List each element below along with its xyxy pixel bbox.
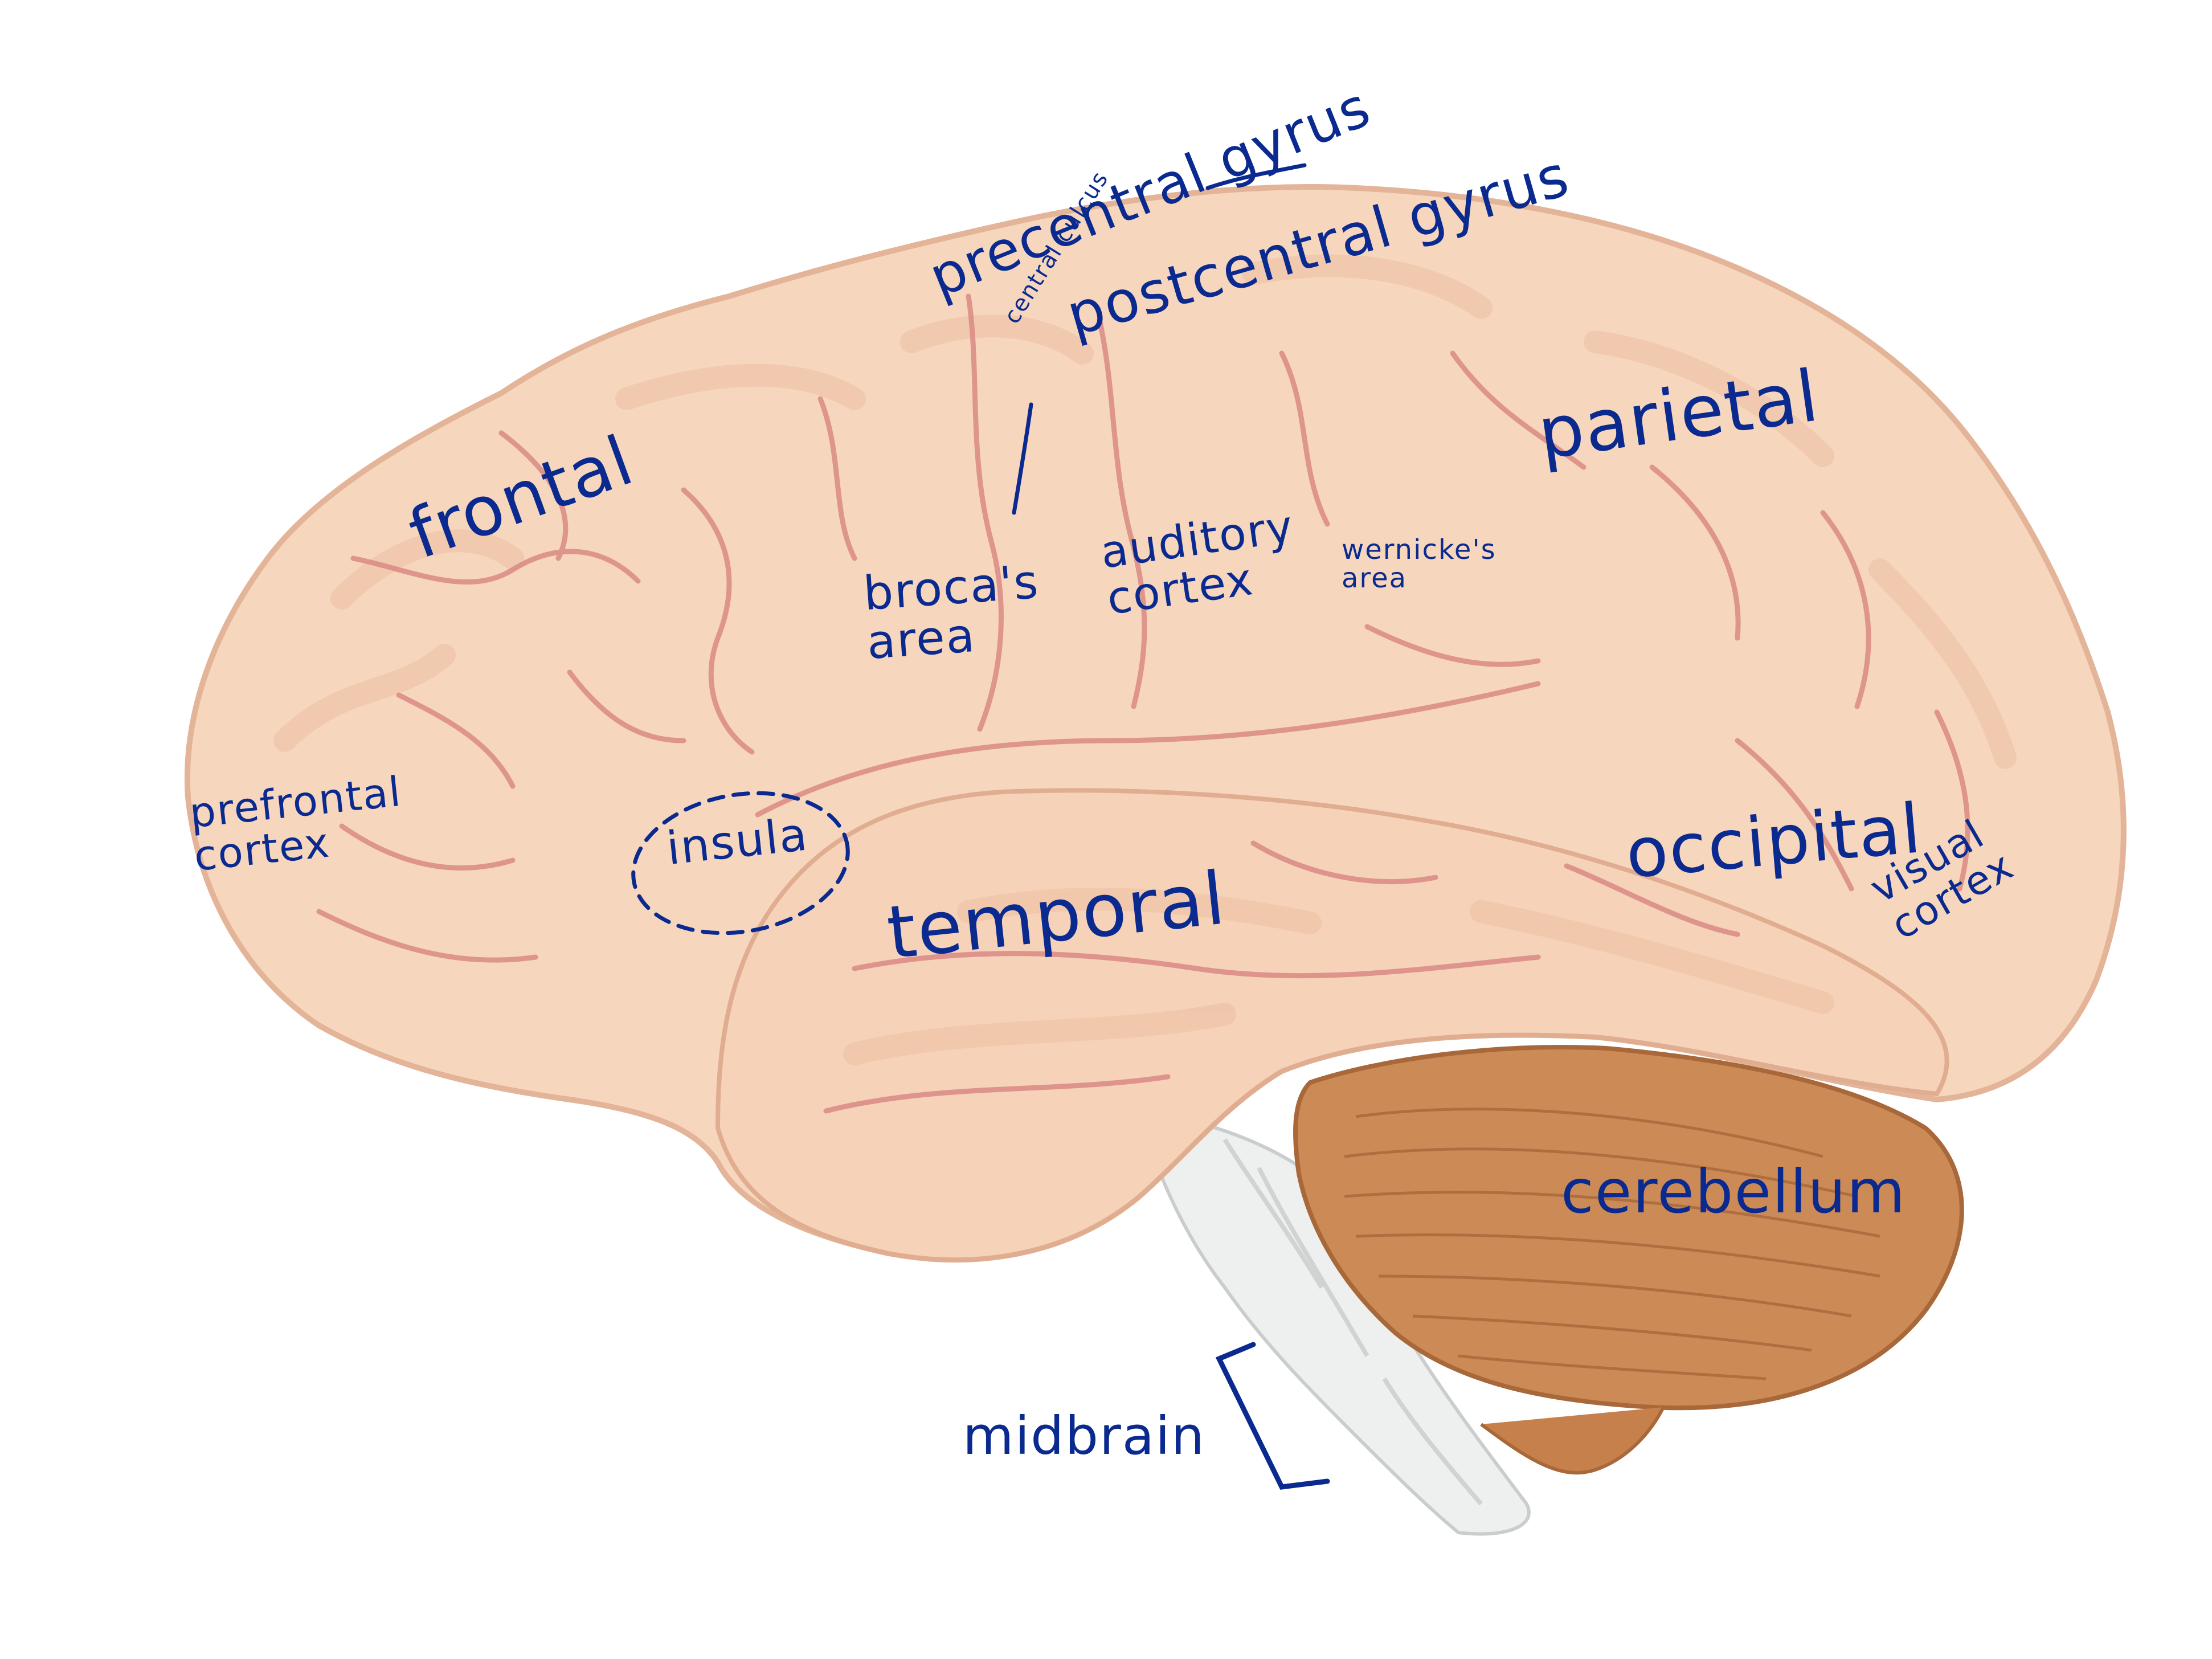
label-brocas-area: broca's area xyxy=(861,554,1041,671)
label-wernickes-area: wernicke's area xyxy=(1342,534,1497,595)
midbrain-bracket xyxy=(1215,1342,1330,1490)
label-cerebellum: cerebellum xyxy=(1561,1157,1907,1227)
central-sulcus-pointer xyxy=(1012,402,1033,515)
label-midbrain: midbrain xyxy=(963,1405,1206,1466)
gyrus-underline xyxy=(1205,163,1307,190)
insula-dashed-circle xyxy=(631,791,850,935)
